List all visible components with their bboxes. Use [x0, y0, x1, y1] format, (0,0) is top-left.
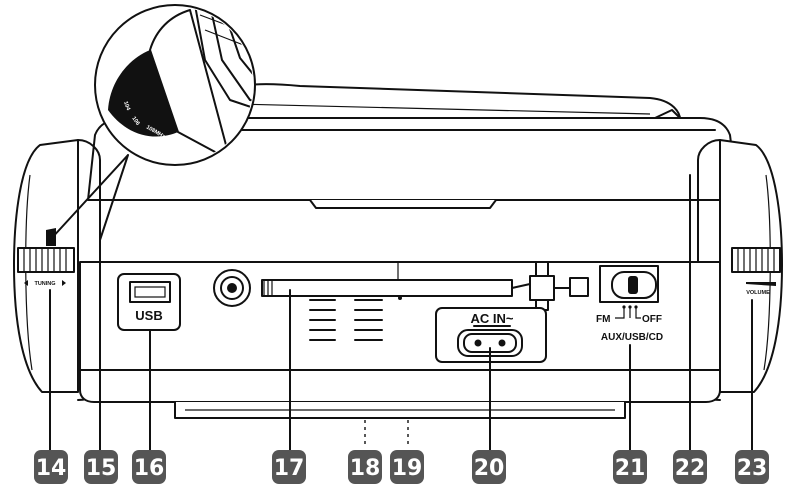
svg-text:22: 22 [675, 456, 706, 481]
dial-magnifier: 104 106 108MHz [49, 4, 256, 241]
mode-switch: FM OFF AUX/USB/CD [596, 265, 663, 343]
callout-badge-22: 22 [673, 450, 707, 484]
svg-text:14: 14 [36, 456, 67, 481]
leader-lines [49, 174, 753, 451]
svg-text:17: 17 [274, 456, 305, 481]
dial-mark-104: 104 [122, 101, 131, 113]
volume-knob: VOLUME [731, 247, 781, 296]
mode-off-label: OFF [642, 314, 662, 325]
svg-text:18: 18 [350, 456, 381, 481]
ac-in-label: AC IN~ [471, 311, 514, 326]
callout-badge-18: 18 [348, 450, 382, 484]
volume-label: VOLUME [746, 290, 770, 296]
svg-text:20: 20 [474, 456, 505, 481]
usb-label: USB [135, 308, 162, 323]
callout-badge-17: 17 [272, 450, 306, 484]
ac-power-input: AC IN~ [435, 307, 547, 363]
callout-badge-19: 19 [390, 450, 424, 484]
tuning-knob: TUNING [17, 228, 75, 287]
dial-mark-106: 106 [130, 116, 140, 127]
svg-text:19: 19 [392, 456, 423, 481]
mode-fm-label: FM [596, 314, 610, 325]
callout-badge-20: 20 [472, 450, 506, 484]
svg-text:21: 21 [615, 456, 646, 481]
telescopic-antenna [213, 261, 589, 311]
callout-badge-15: 15 [84, 450, 118, 484]
tuning-label: TUNING [34, 281, 55, 287]
speaker-grille [309, 299, 383, 341]
svg-text:15: 15 [86, 456, 117, 481]
callout-badge-16: 16 [132, 450, 166, 484]
svg-text:16: 16 [134, 456, 165, 481]
mode-caption: AUX/USB/CD [601, 332, 663, 343]
callout-badge-23: 23 [735, 450, 769, 484]
usb-port: USB [117, 273, 181, 331]
svg-text:23: 23 [737, 456, 768, 481]
callout-badge-21: 21 [613, 450, 647, 484]
callout-badge-14: 14 [34, 450, 68, 484]
